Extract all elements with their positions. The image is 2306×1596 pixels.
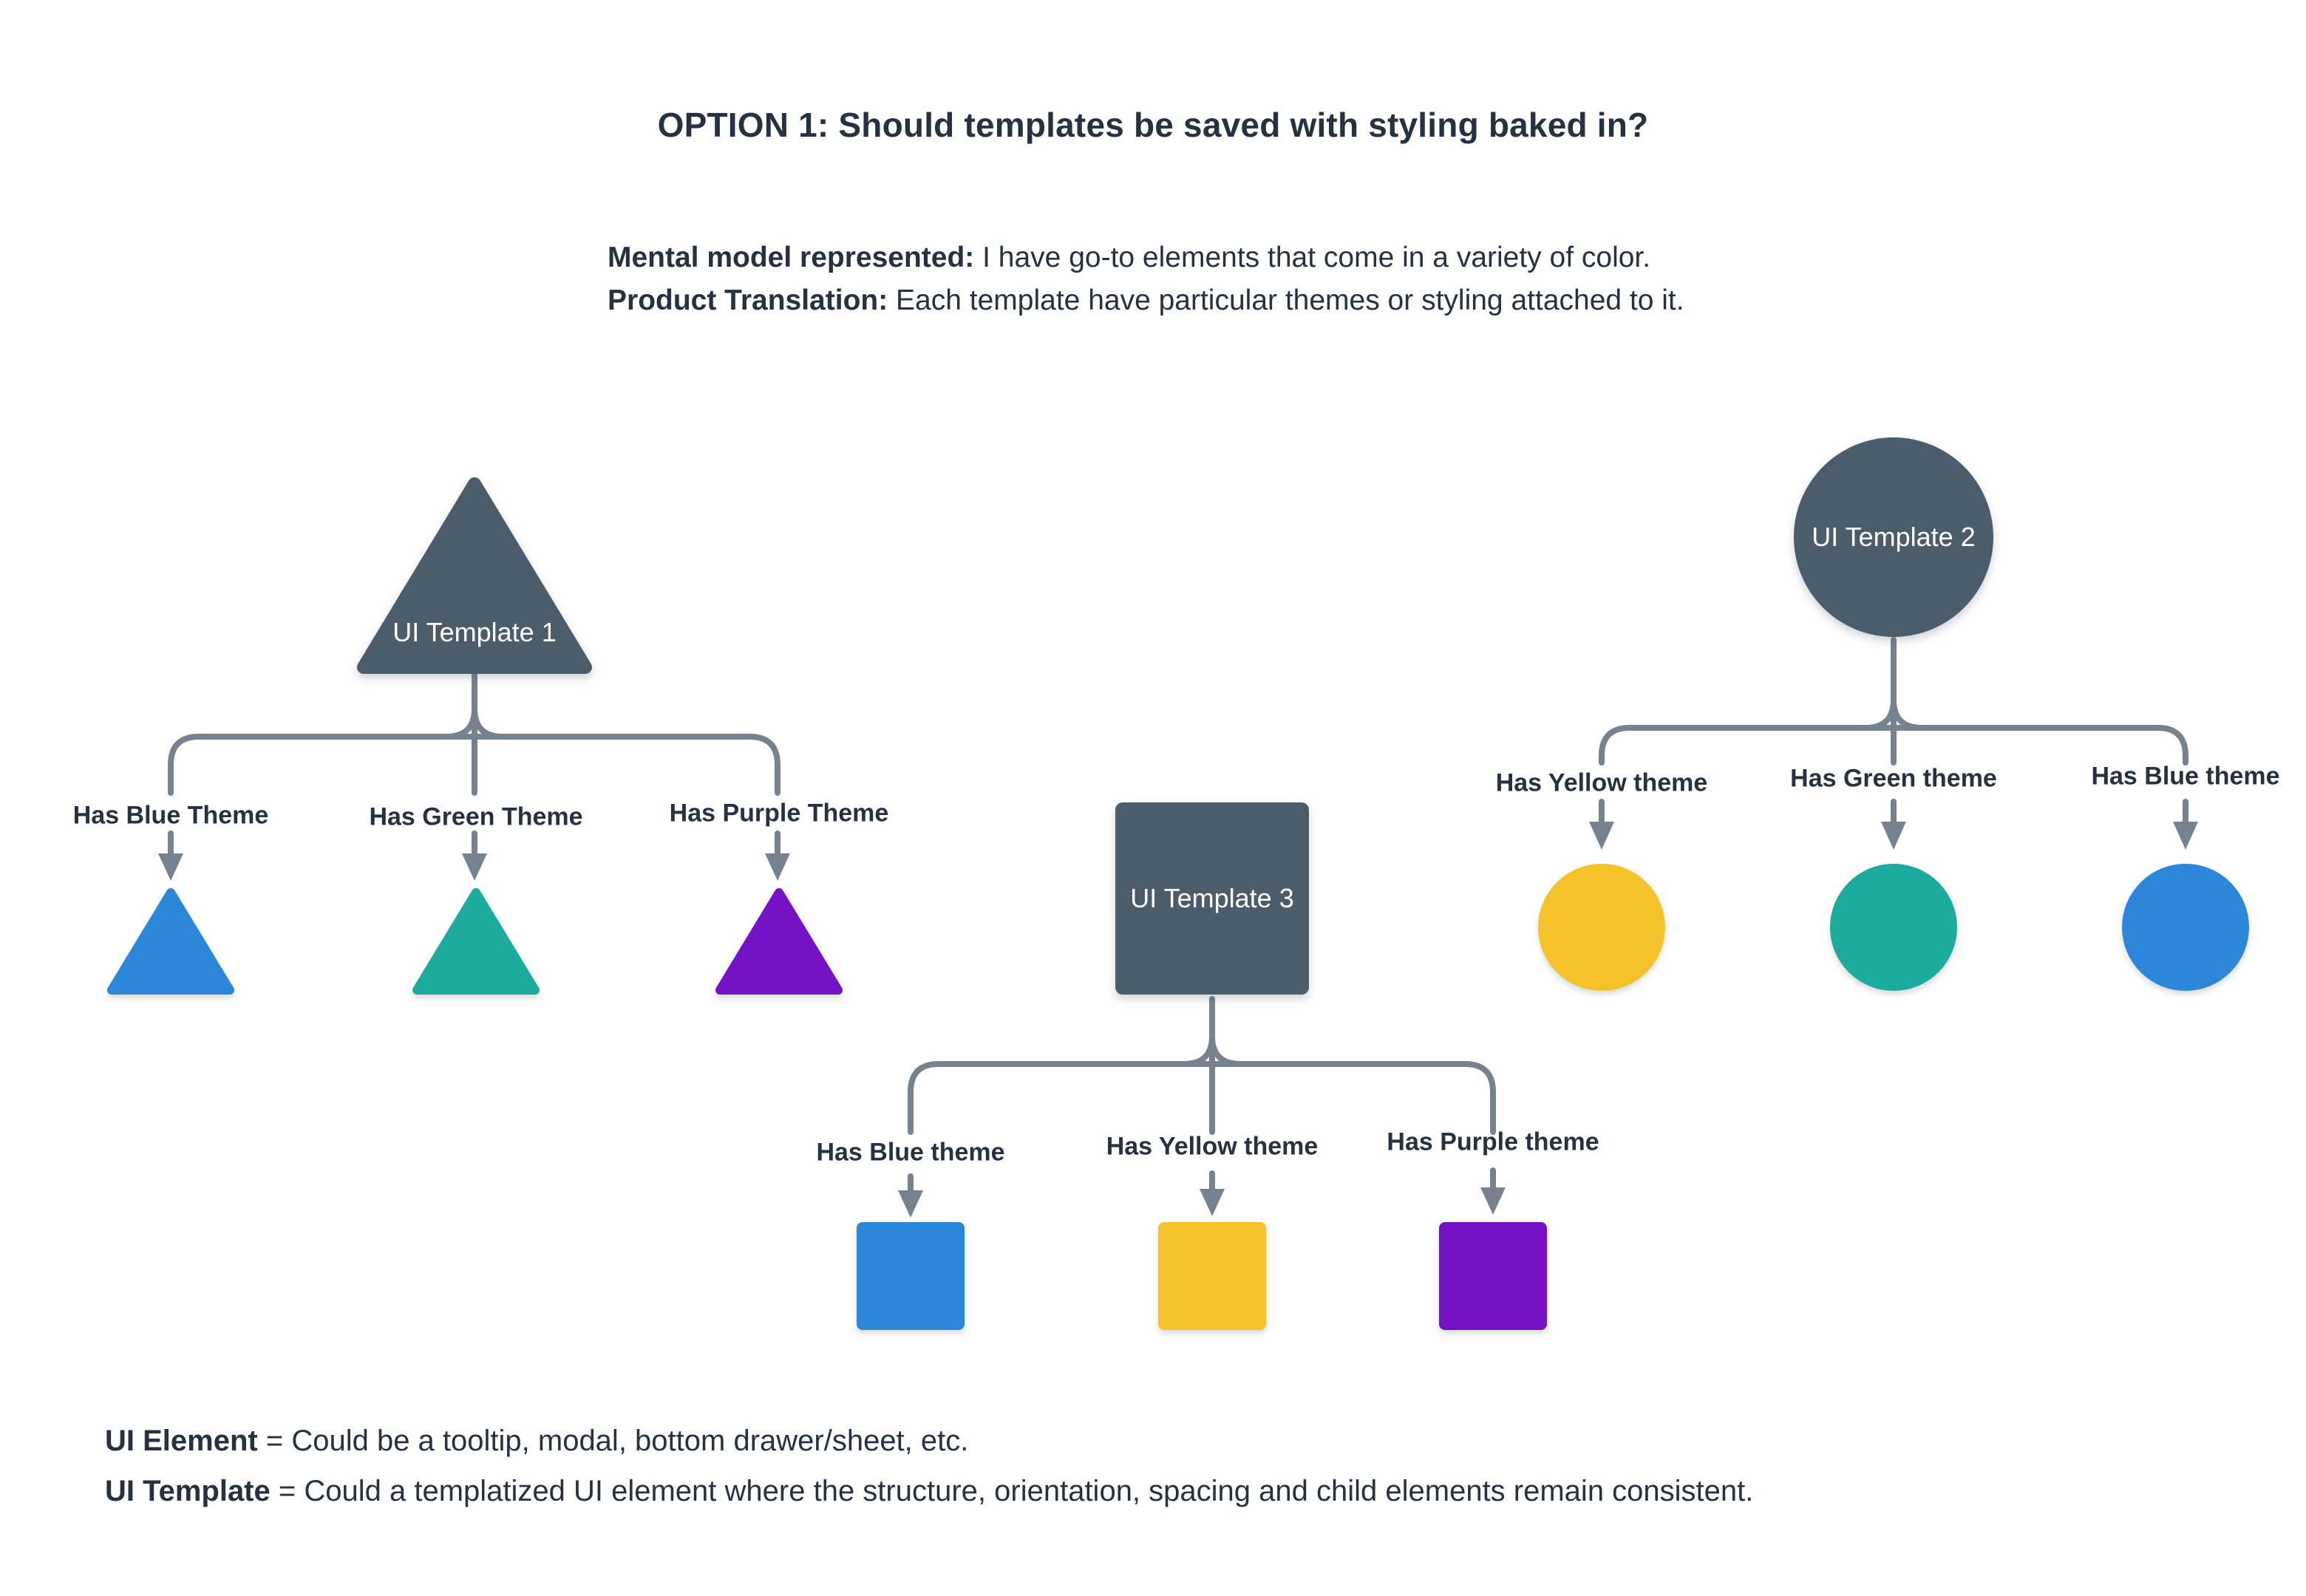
intro-text: Mental model represented: I have go-to e…: [608, 236, 1684, 322]
tree3-child2-label: Has Yellow theme: [1106, 1132, 1319, 1161]
tree3-child2-square: [1158, 1222, 1266, 1330]
tree2-rail: [1599, 725, 2188, 765]
tree1-child3-triangle-shape: [715, 888, 843, 995]
tree3-root-label: UI Template 3: [1130, 883, 1294, 913]
tree2-arrowhead-1: [1589, 822, 1614, 850]
tree1-child2-triangle-shape: [412, 888, 540, 995]
tree3-rail: [908, 1061, 1496, 1135]
intro-line-mental-model: Mental model represented: I have go-to e…: [608, 236, 1684, 279]
tree3-child3-label: Has Purple theme: [1387, 1128, 1599, 1156]
footnote-ui-element-term: UI Element: [105, 1425, 258, 1457]
tree1-child3-triangle: [715, 888, 843, 995]
tree2-child1-circle: [1538, 864, 1665, 991]
tree1-fillet-left: [443, 706, 477, 740]
tree1-arrowhead-1: [158, 853, 183, 881]
tree1-arrowhead-2: [462, 853, 487, 881]
tree2-root-circle: [1794, 437, 1993, 637]
tree1-root-label: UI Template 1: [392, 617, 557, 647]
tree3-child1-label: Has Blue theme: [816, 1138, 1005, 1167]
tree1-rail: [168, 734, 780, 796]
tree1-child2-triangle: [412, 888, 540, 995]
tree1-root-triangle: [357, 477, 592, 674]
tree2-child3-label: Has Blue theme: [2091, 762, 2280, 791]
tree2-root-label: UI Template 2: [1812, 522, 1976, 552]
tree1-child1-triangle: [107, 888, 234, 995]
footnotes: UI Element = Could be a tooltip, modal, …: [105, 1416, 1753, 1516]
footnote-ui-template: UI Template = Could a templatized UI ele…: [105, 1466, 1753, 1516]
tree3-child3-square: [1439, 1222, 1547, 1330]
tree3-arrowhead-1: [898, 1190, 923, 1218]
footnote-ui-template-definition: = Could a templatized UI element where t…: [278, 1475, 1754, 1507]
intro-line-product-translation: Product Translation: Each template have …: [608, 279, 1684, 322]
tree3-fillet-right: [1209, 1033, 1243, 1067]
page-title: OPTION 1: Should templates be saved with…: [657, 106, 1649, 144]
tree3-child1-square: [857, 1222, 965, 1330]
mental-model-label: Mental model represented:: [608, 242, 975, 273]
tree1-child1-label: Has Blue Theme: [72, 801, 269, 830]
tree2-arrowhead-2: [1881, 822, 1906, 850]
footnote-ui-element-definition: = Could be a tooltip, modal, bottom draw…: [265, 1425, 969, 1457]
footnote-ui-element: UI Element = Could be a tooltip, modal, …: [105, 1416, 1753, 1466]
footnote-ui-template-term: UI Template: [105, 1475, 271, 1507]
tree1-fillet-right: [472, 706, 506, 740]
tree2-fillet-left: [1863, 697, 1897, 731]
tree2-child1-label: Has Yellow theme: [1495, 768, 1708, 797]
tree2-arrowhead-3: [2173, 822, 2198, 850]
product-translation-label: Product Translation:: [608, 284, 888, 316]
tree2-child2-label: Has Green theme: [1790, 764, 1997, 793]
tree2-child2-circle: [1830, 864, 1957, 991]
tree1-root-triangle-shape: [357, 477, 592, 674]
product-translation-text: Each template have particular themes or …: [896, 284, 1684, 316]
tree1-child1-triangle-shape: [107, 888, 234, 995]
tree3-root-square: [1115, 802, 1309, 995]
tree2-child3-circle: [2122, 864, 2249, 991]
tree3-arrowhead-3: [1480, 1187, 1506, 1215]
tree3-fillet-left: [1181, 1033, 1215, 1067]
tree1-arrowhead-3: [765, 853, 790, 881]
tree1-child2-label: Has Green Theme: [369, 802, 583, 831]
mental-model-text: I have go-to elements that come in a var…: [982, 242, 1651, 273]
tree2-fillet-right: [1891, 697, 1925, 731]
tree3-arrowhead-2: [1200, 1189, 1225, 1216]
tree1-child3-label: Has Purple Theme: [669, 799, 889, 828]
